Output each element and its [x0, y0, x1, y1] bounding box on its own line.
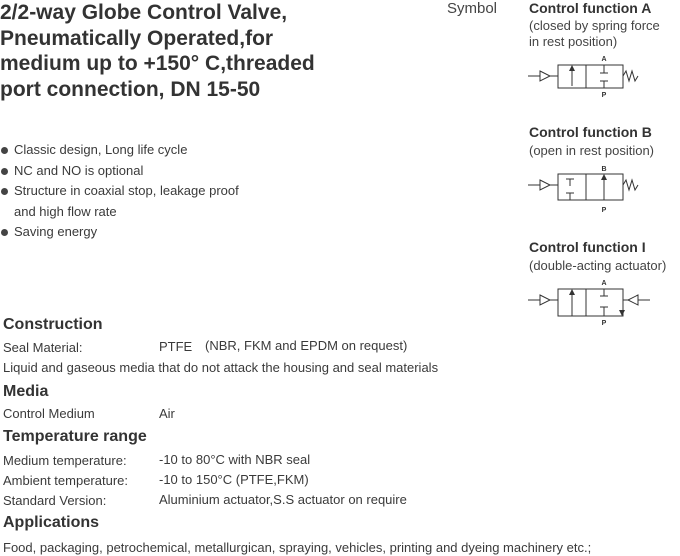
port-label: B: [601, 166, 606, 173]
control-function-i-sub: (double-acting actuator): [529, 258, 667, 273]
control-function-b-sub: (open in rest position): [529, 143, 655, 158]
port-label: P: [602, 320, 607, 327]
feature-list: Classic design, Long life cycle NC and N…: [0, 140, 239, 243]
control-function-a-sub: in rest position): [529, 34, 618, 49]
control-function-i-heading: Control function I: [529, 239, 646, 255]
port-label: P: [602, 92, 607, 99]
medium-temperature-label: Medium temperature:: [3, 453, 127, 468]
list-item: NC and NO is optional: [0, 161, 239, 182]
medium-temperature-value: -10 to 80°C with NBR seal: [159, 452, 311, 467]
standard-version-value: Aluminium actuator,S.S actuator on requi…: [159, 492, 407, 507]
list-item: Classic design, Long life cycle: [0, 140, 239, 161]
ambient-temperature-label: Ambient temperature:: [3, 473, 129, 488]
port-label: P: [602, 207, 607, 214]
applications-heading: Applications: [3, 514, 100, 531]
control-function-b-heading: Control function B: [529, 124, 652, 140]
title-line: port connection, DN 15-50: [0, 77, 261, 101]
bullet-icon: [1, 147, 8, 154]
list-item: Saving energy: [0, 222, 239, 243]
bullet-icon: [1, 229, 8, 236]
temperature-range-heading: Temperature range: [3, 428, 147, 445]
title-line: medium up to +150° C,threaded: [0, 52, 315, 75]
construction-heading: Construction: [3, 316, 103, 333]
control-function-a-heading: Control function A: [529, 0, 652, 16]
control-function-a-sub: (closed by spring force: [529, 18, 660, 33]
media-compatibility-note: Liquid and gaseous media that do not att…: [3, 360, 439, 375]
title-line: Pneumatically Operated,for: [0, 26, 274, 50]
applications-text: Food, packaging, petrochemical, metallur…: [3, 540, 592, 555]
port-label: A: [601, 56, 606, 63]
control-medium-label: Control Medium: [3, 406, 95, 421]
page-title: 2/2-way Globe Control Valve, Pneumatical…: [0, 0, 380, 102]
control-medium-value: Air: [159, 406, 175, 421]
bullet-icon: [1, 188, 8, 195]
ambient-temperature-value: -10 to 150°C (PTFE,FKM): [159, 472, 309, 487]
seal-material-label: Seal Material:: [3, 340, 83, 355]
valve-symbol-a-icon: A P: [528, 56, 639, 99]
media-heading: Media: [3, 383, 49, 400]
valve-symbol-b-icon: B P: [528, 166, 639, 214]
seal-material-value: PTFE: [159, 339, 193, 354]
list-item: Structure in coaxial stop, leakage proof…: [0, 181, 239, 222]
standard-version-label: Standard Version:: [3, 493, 107, 508]
symbol-label: Symbol: [447, 0, 498, 17]
port-label: A: [601, 280, 606, 287]
seal-material-note: (NBR, FKM and EPDM on request): [205, 338, 408, 353]
bullet-icon: [1, 167, 8, 175]
valve-symbol-i-icon: A P: [528, 280, 650, 327]
title-line: 2/2-way Globe Control Valve,: [0, 1, 288, 24]
